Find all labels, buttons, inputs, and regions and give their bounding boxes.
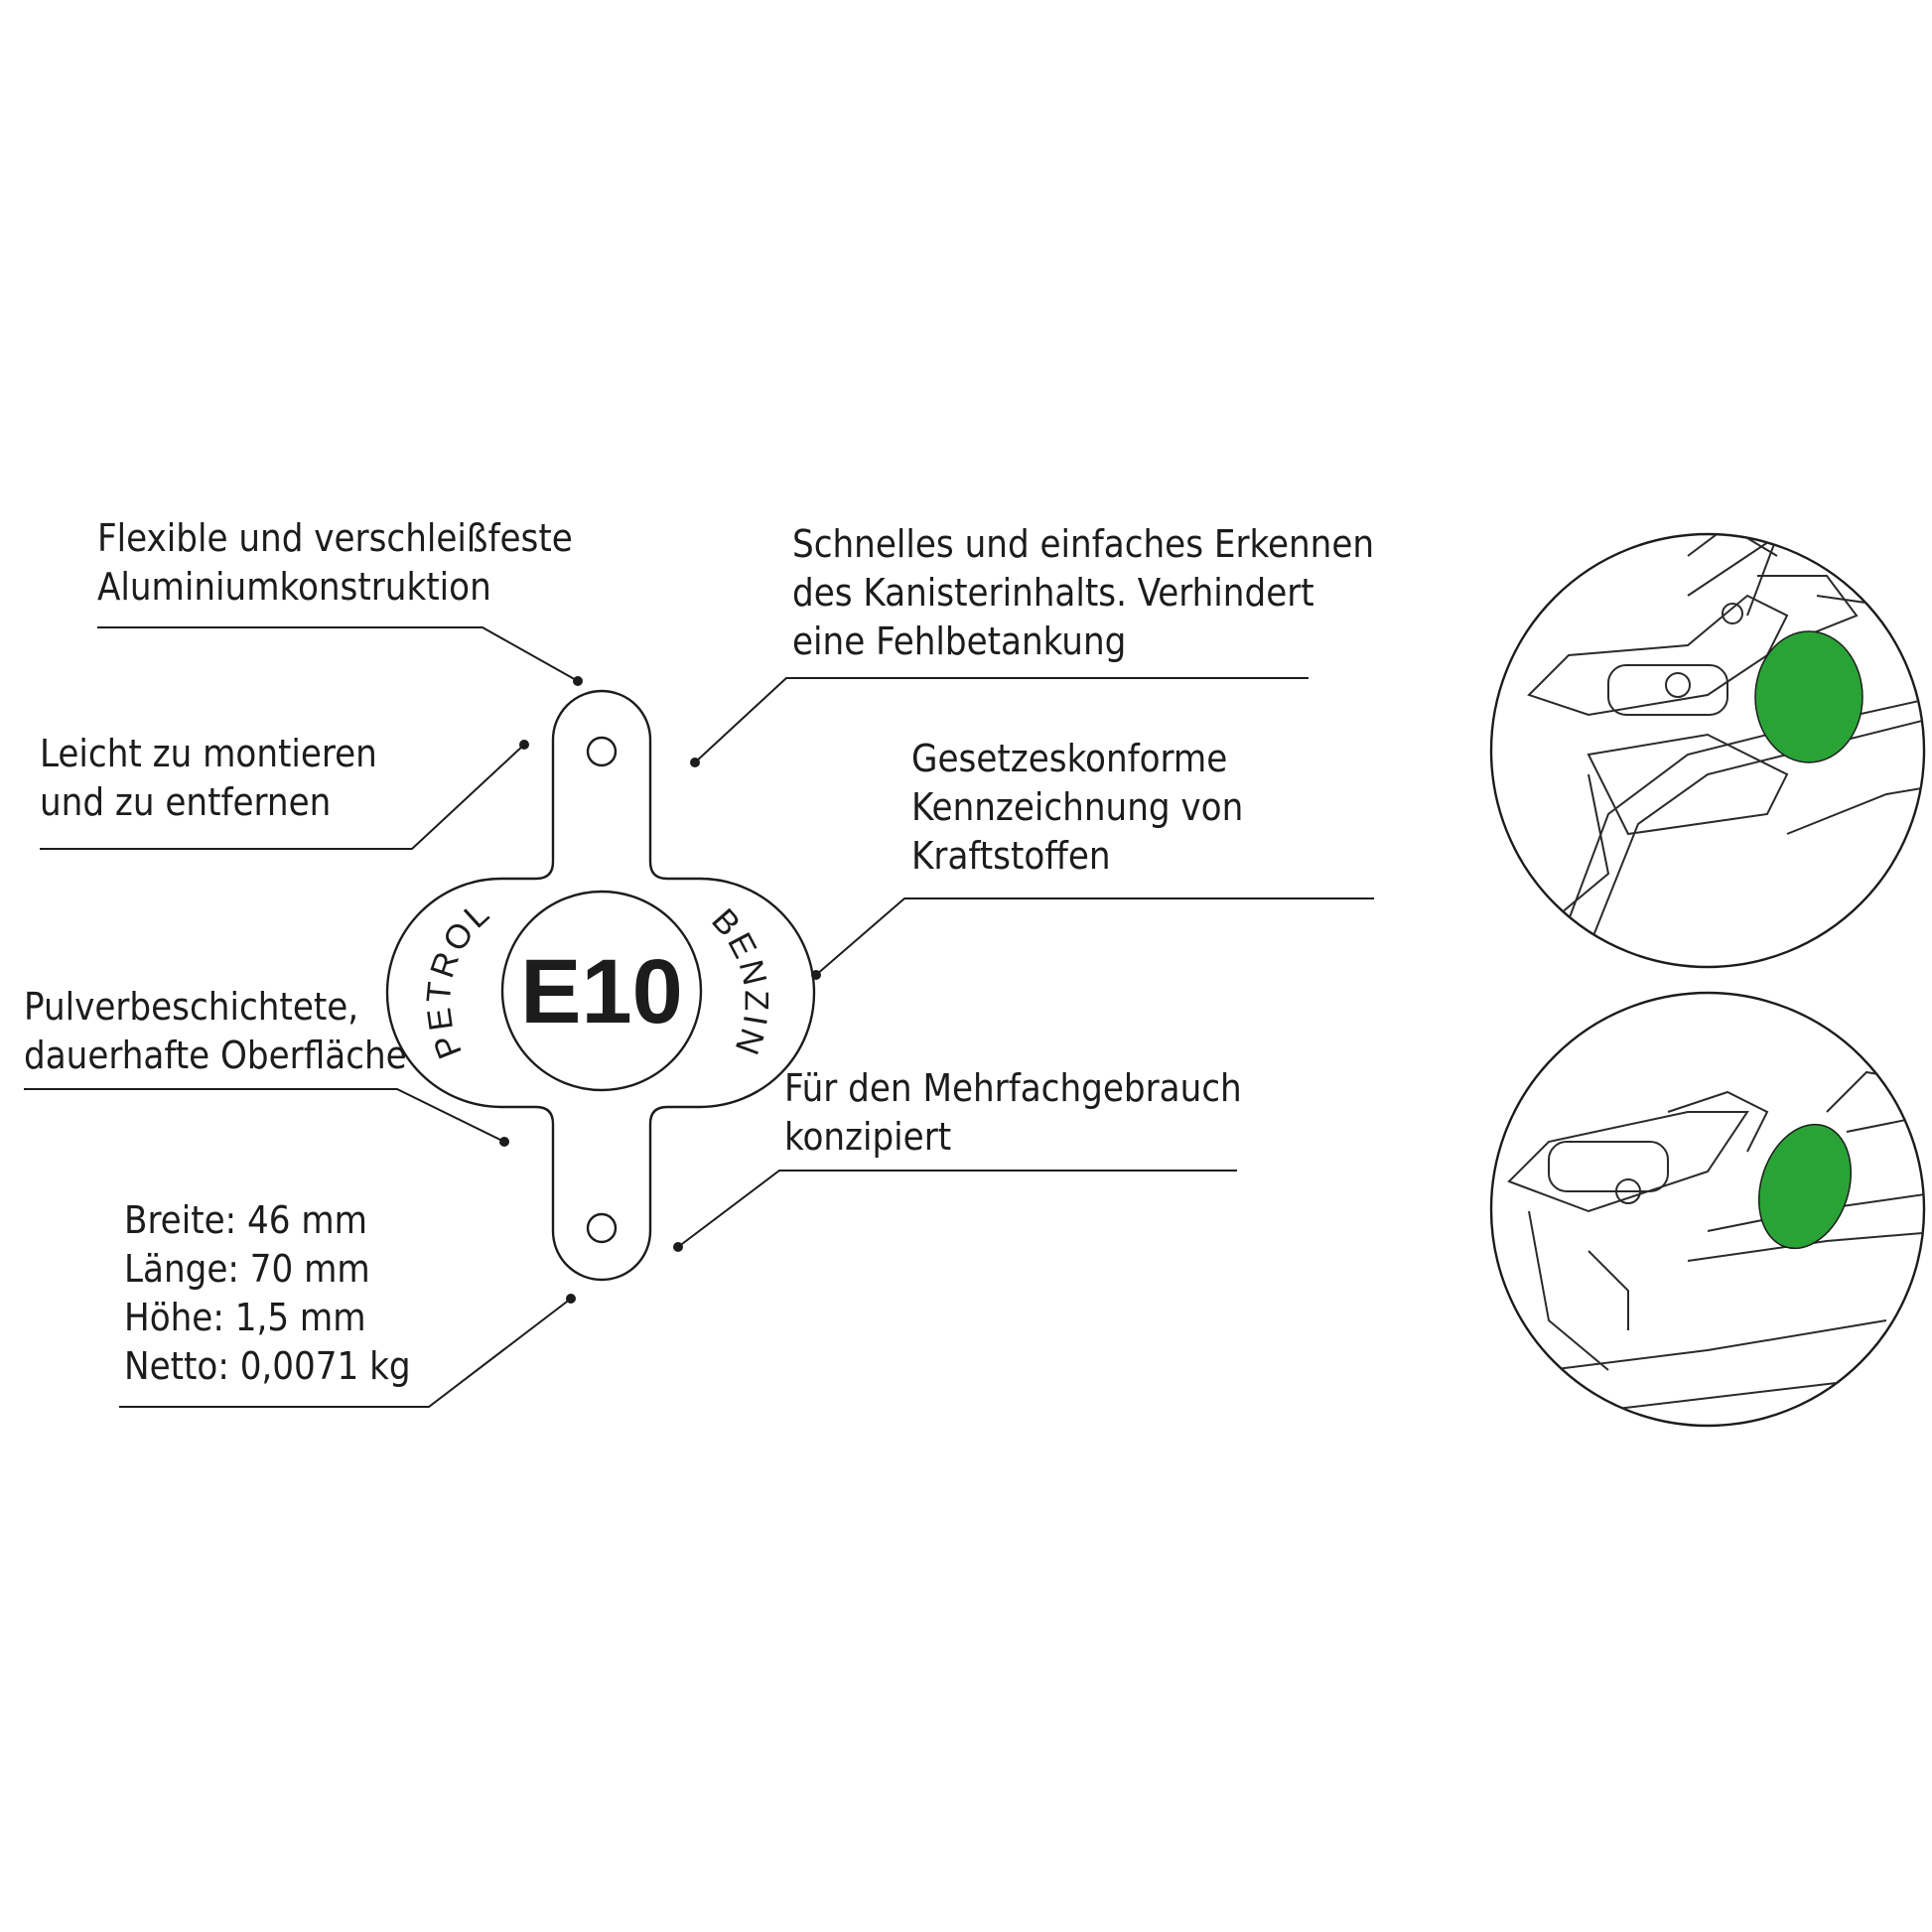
fuel-tag [385, 689, 816, 1282]
feature-surface-line-1: Pulverbeschichtete, [24, 985, 359, 1029]
feature-construction-line-2: Aluminiumkonstruktion [97, 565, 491, 609]
detail-view-bottom [1489, 991, 1926, 1428]
feature-construction: Flexible und verschleißfeste Aluminiumko… [97, 514, 573, 612]
leader-recognition [694, 677, 1309, 763]
feature-reuse-line-2: konzipiert [784, 1115, 952, 1159]
dimensions-list: Breite: 46 mm Länge: 70 mm Höhe: 1,5 mm … [124, 1196, 411, 1391]
feature-mounting: Leicht zu montieren und zu entfernen [40, 730, 377, 827]
feature-construction-line-1: Flexible und verschleißfeste [97, 516, 573, 560]
feature-surface-line-2: dauerhafte Oberfläche [24, 1034, 407, 1077]
feature-compliance-line-1: Gesetzeskonforme [911, 737, 1228, 780]
leader-compliance [815, 897, 1374, 976]
dimension-length: Länge: 70 mm [124, 1247, 370, 1291]
green-tag-bottom [1757, 1123, 1853, 1250]
tag-left-text: PETROL [420, 894, 498, 1064]
feature-surface: Pulverbeschichtete, dauerhafte Oberfläch… [24, 983, 407, 1080]
fuel-tag-outline [385, 689, 816, 1282]
tag-right-text: BENZIN [704, 901, 774, 1062]
feature-recognition-line-1: Schnelles und einfaches Erkennen [792, 522, 1375, 566]
feature-reuse: Für den Mehrfachgebrauch konzipiert [784, 1064, 1242, 1162]
feature-recognition-line-2: des Kanisterinhalts. Verhindert [792, 571, 1314, 615]
detail-view-top [1489, 532, 1926, 969]
leader-dot-reuse [673, 1242, 683, 1252]
detail-bottom-frame [1489, 991, 1926, 1428]
feature-mounting-line-2: und zu entfernen [40, 780, 332, 824]
mounting-hole-top [586, 736, 618, 767]
leader-dot-construction [573, 676, 583, 686]
feature-recognition-line-3: eine Fehlbetankung [792, 620, 1127, 663]
leader-mounting [40, 744, 525, 850]
leader-dot-surface [499, 1137, 509, 1147]
feature-reuse-line-1: Für den Mehrfachgebrauch [784, 1066, 1242, 1110]
leader-dimensions [119, 1298, 572, 1408]
feature-compliance-line-3: Kraftstoffen [911, 834, 1111, 878]
leader-dot-dimensions [566, 1294, 576, 1304]
feature-mounting-line-1: Leicht zu montieren [40, 732, 377, 775]
tag-left-text-path: PETROL [420, 894, 495, 1064]
green-tag-top [1754, 630, 1863, 763]
tag-right-text-path: BENZIN [704, 901, 771, 1062]
feature-compliance: Gesetzeskonforme Kennzeichnung von Kraft… [911, 735, 1243, 881]
leader-lines [24, 626, 1374, 1408]
leader-dot-recognition [690, 758, 700, 767]
feature-compliance-line-2: Kennzeichnung von [911, 785, 1244, 829]
feature-recognition: Schnelles und einfaches Erkennen des Kan… [792, 520, 1374, 666]
leader-reuse [677, 1170, 1237, 1248]
dimension-width: Breite: 46 mm [124, 1198, 367, 1242]
tag-code: E10 [520, 941, 683, 1042]
leader-construction [97, 626, 579, 682]
leader-dot-mounting [519, 740, 529, 750]
mounting-hole-bottom [586, 1212, 618, 1244]
leader-surface [24, 1088, 505, 1143]
dimension-height: Höhe: 1,5 mm [124, 1296, 366, 1339]
tag-inner-ring [500, 890, 703, 1092]
dimension-weight: Netto: 0,0071 kg [124, 1344, 411, 1388]
